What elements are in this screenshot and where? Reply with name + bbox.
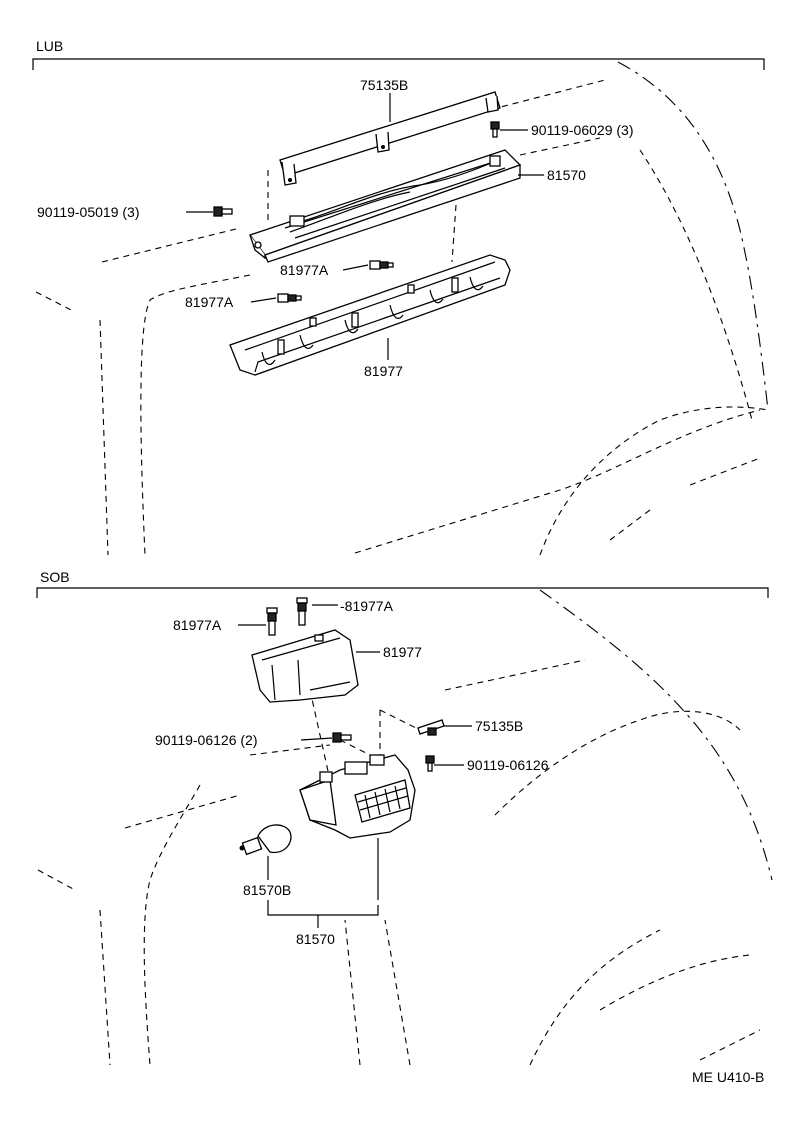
label-75135b-top: 75135B bbox=[360, 77, 408, 93]
label-81977a-top-2: 81977A bbox=[185, 294, 234, 310]
label-81977a-top-1: 81977A bbox=[280, 262, 329, 278]
figure-code: ME U410-B bbox=[692, 1069, 764, 1085]
label-81570-bottom: 81570 bbox=[296, 931, 335, 947]
section-title-sob: SOB bbox=[40, 569, 70, 585]
label-75135b-bottom: 75135B bbox=[475, 718, 523, 734]
bracket-75135b-bottom bbox=[417, 719, 445, 736]
label-81977a-bottom-right: -81977A bbox=[340, 598, 394, 614]
bracket-75135b-top bbox=[279, 91, 501, 186]
cover-81977-top bbox=[229, 254, 511, 376]
label-81570-top: 81570 bbox=[547, 167, 586, 183]
clip-81977a-icon-left bbox=[266, 607, 278, 636]
screw-90119-06126-icon bbox=[425, 755, 435, 772]
clip-81977a-icon-right bbox=[296, 597, 308, 626]
vehicle-body-outline-bottom bbox=[37, 589, 773, 1066]
screw-90119-06029-icon bbox=[490, 121, 500, 138]
label-81977a-bottom-left: 81977A bbox=[173, 617, 222, 633]
label-90119-06126-bottom: 90119-06126 bbox=[467, 757, 549, 773]
section-bracket-sob bbox=[36, 587, 769, 598]
section-bracket-lub bbox=[32, 58, 765, 70]
label-81570b-bottom: 81570B bbox=[243, 882, 291, 898]
lamp-assembly-81570-bottom bbox=[299, 754, 416, 839]
label-90119-06126-2-bottom: 90119-06126 (2) bbox=[155, 732, 257, 748]
leader-lines-bottom bbox=[238, 604, 472, 928]
screw-90119-06126-2-icon bbox=[332, 732, 352, 743]
label-90119-06029-top: 90119-06029 (3) bbox=[531, 122, 633, 138]
section-title-lub: LUB bbox=[36, 38, 63, 54]
leader-lines-top bbox=[186, 93, 544, 360]
screw-90119-05019-icon bbox=[213, 206, 233, 217]
lamp-assembly-81570-top bbox=[248, 149, 522, 263]
clip-81977a-icon-1 bbox=[369, 260, 394, 270]
label-81977-top: 81977 bbox=[364, 363, 403, 379]
label-81977-bottom: 81977 bbox=[383, 644, 422, 660]
cover-81977-bottom bbox=[251, 629, 359, 703]
bulb-81570b-icon bbox=[239, 824, 292, 856]
clip-81977a-icon-2 bbox=[277, 293, 302, 303]
section-sob: SOB bbox=[36, 569, 773, 1066]
label-90119-05019-top: 90119-05019 (3) bbox=[37, 204, 139, 220]
section-lub: LUB bbox=[32, 38, 769, 556]
